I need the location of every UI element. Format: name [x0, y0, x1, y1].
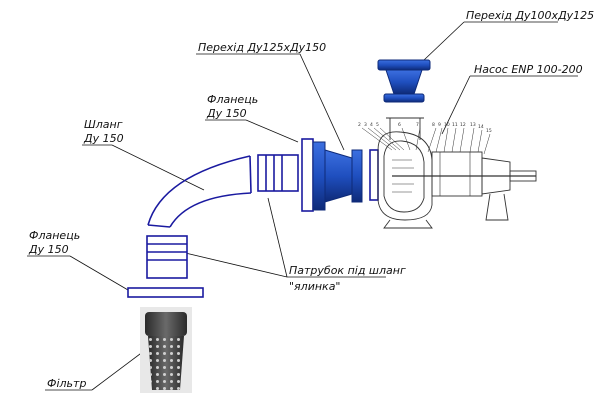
reducer-top-flange-lower: [383, 93, 425, 103]
pump-callout: 6: [398, 122, 401, 128]
leader-reducer-top: [423, 21, 465, 61]
pump-callout: 3: [364, 122, 367, 128]
pump-callout: 13: [470, 122, 476, 128]
nipple-lower-body: [146, 235, 188, 279]
hose-nipple-lower: [146, 235, 188, 279]
pump-callout: 10: [444, 122, 450, 128]
label-flange-upper-line1: Фланець: [207, 93, 258, 106]
flange-upper-plate: [301, 138, 314, 212]
pump-bearing-lines: [439, 152, 471, 196]
pump-shaft-end: [509, 170, 537, 182]
flange-upper-du150: [301, 138, 314, 212]
leader-hose: [111, 144, 205, 191]
pump-inlet-flange: [369, 149, 379, 201]
diagram-labels: Перехід Ду100хДу125 Перехід Ду125хДу150 …: [28, 9, 594, 390]
pump-callout: 12: [460, 122, 466, 128]
pump-enp-100-200: [361, 117, 537, 229]
pump-callout: 14: [478, 124, 484, 130]
pump-callout: 8: [432, 122, 435, 128]
hose-du150: [147, 155, 252, 228]
reducer-mid-cone: [324, 149, 353, 203]
hose-outline-outer: [147, 155, 251, 226]
pump-callout: 7: [416, 122, 419, 128]
label-reducer-mid: Перехід Ду125хДу150: [198, 41, 326, 54]
hose-end-left: [147, 224, 171, 228]
leader-nipple-upper: [267, 197, 288, 278]
pump-callout: 2: [358, 122, 361, 128]
hose-nipple-upper: [257, 154, 299, 192]
label-nipple-line2: "ялинка": [289, 280, 341, 293]
label-nipple-line1: Патрубок під шланг: [289, 264, 406, 277]
reducer-mid-flange-left: [312, 141, 326, 211]
label-reducer-top: Перехід Ду100хДу125: [466, 9, 594, 22]
label-hose-line2: Ду 150: [83, 132, 124, 145]
leader-pump: [441, 75, 471, 135]
pump-frame: [481, 157, 511, 195]
leader-reducer-mid: [299, 53, 345, 151]
nipple-upper-body: [257, 154, 299, 192]
reducer-top-cone: [385, 69, 423, 95]
label-flange-lower-line1: Фланець: [29, 229, 80, 242]
label-filter: Фільтр: [47, 377, 86, 390]
pump-callout: 4: [370, 122, 373, 128]
hose-outline-inner: [169, 192, 252, 228]
pump-callout: 9: [438, 122, 441, 128]
filter-strainer: [140, 307, 192, 393]
label-hose-line1: Шланг: [84, 118, 123, 131]
label-flange-upper-line2: Ду 150: [206, 107, 247, 120]
reducer-top-flange-upper: [377, 59, 431, 71]
pump-callout: 15: [486, 128, 492, 134]
pump-callout: 11: [452, 122, 458, 128]
label-flange-lower-line2: Ду 150: [28, 243, 69, 256]
pump-callout-numbers: 2 3 4 5 6 7 8 9 10 11 12 13 14 15: [358, 122, 492, 134]
reducer-du100-du125: [377, 59, 431, 103]
pump-volute: [377, 131, 433, 221]
pump-foot-rear: [485, 193, 509, 221]
pump-bearing-housing: [431, 151, 483, 197]
reducer-mid-flange-right: [351, 149, 363, 203]
filter-perforations: [148, 336, 184, 390]
pump-callout-leaders: [361, 127, 491, 155]
leader-flange-lower: [69, 255, 129, 291]
leader-lines: [27, 21, 578, 391]
reducer-du125-du150: [312, 141, 363, 211]
pump-foot-front: [383, 219, 433, 229]
leader-flange-upper: [245, 119, 299, 143]
label-pump: Насос ENP 100-200: [474, 63, 583, 76]
pump-callout: 5: [376, 122, 379, 128]
hose-end-right: [249, 155, 252, 194]
filter-top-ring: [145, 312, 187, 336]
flange-lower-du150: [127, 287, 204, 298]
leader-filter: [91, 347, 149, 391]
